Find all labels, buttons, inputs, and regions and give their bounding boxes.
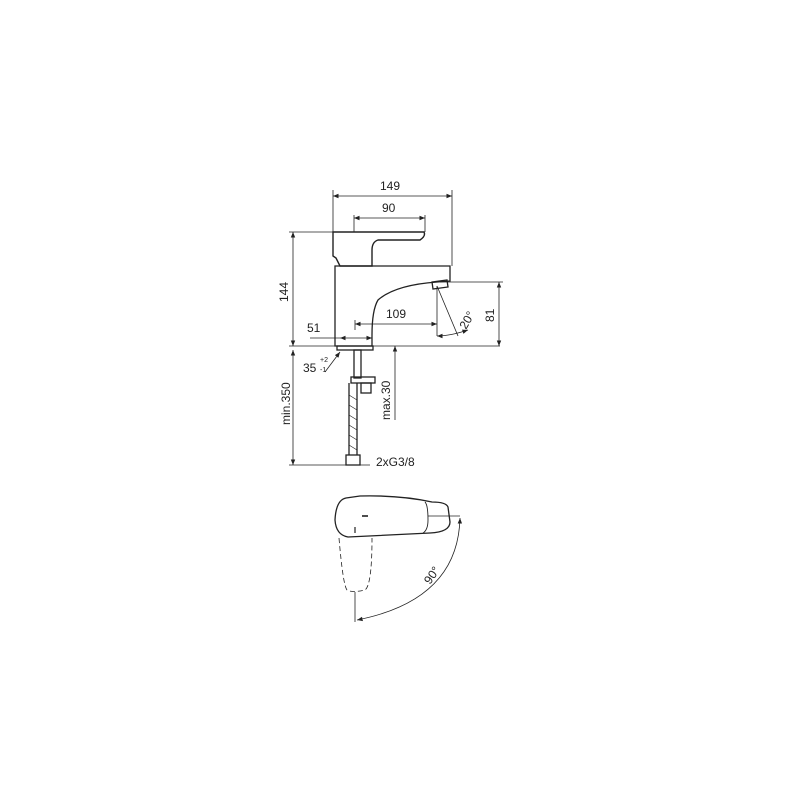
dim-hole-tol-plus: +2 <box>320 357 328 364</box>
dim-overall-width: 149 <box>380 179 400 193</box>
dimension-labels: 149 90 144 109 51 81 20° 35 +2 -1 max.30… <box>277 179 497 469</box>
tap-side-view <box>332 231 451 466</box>
dim-base-offset: 51 <box>307 321 321 335</box>
dim-min-hose: min.350 <box>279 382 293 425</box>
dim-hole-tol-minus: -1 <box>320 367 326 374</box>
dim-handle-width: 90 <box>382 201 396 215</box>
dim-overall-height: 144 <box>277 282 291 302</box>
dim-max-deck: max.30 <box>379 380 393 420</box>
dim-spout-height: 81 <box>483 308 497 322</box>
dim-hole-diameter: 35 <box>303 361 317 375</box>
tap-top-view <box>334 495 463 622</box>
dim-handle-rotation: 90° <box>421 564 443 587</box>
dim-connection: 2xG3/8 <box>376 455 415 469</box>
dimension-lines <box>289 190 503 466</box>
dim-spout-reach: 109 <box>386 307 406 321</box>
dim-spray-angle: 20° <box>456 309 477 332</box>
